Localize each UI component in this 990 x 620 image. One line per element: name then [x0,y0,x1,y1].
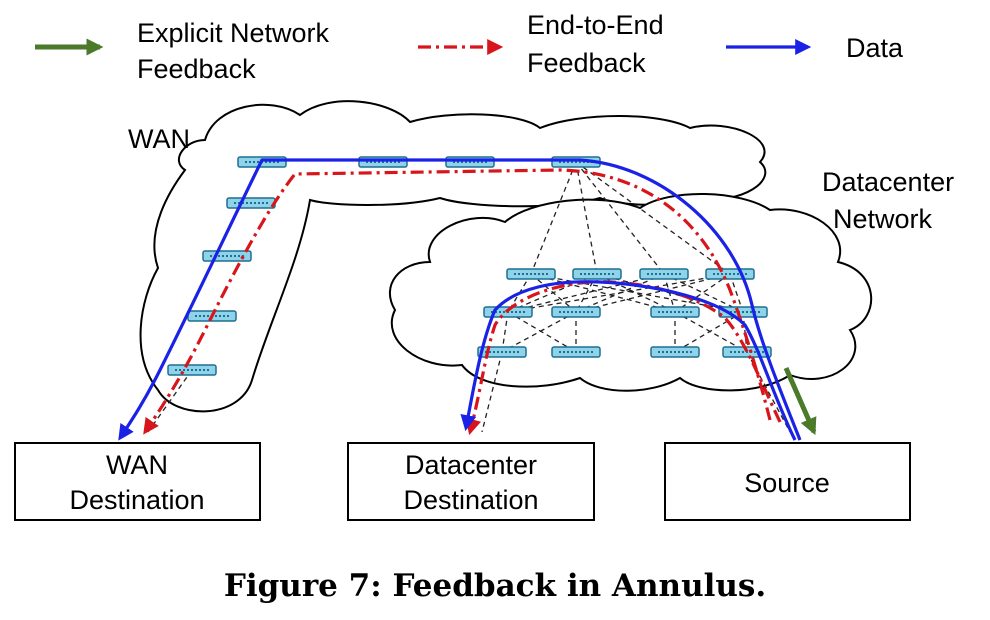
switch-icon [650,306,700,318]
wan-destination-label-1: WAN [106,450,168,480]
datacenter-destination-label-2: Destination [403,485,538,515]
switch-icon [551,346,601,358]
legend-e2e-label-2: Feedback [527,48,646,78]
source-box: Source [664,442,911,521]
data-path-datacenter [460,280,797,441]
figure-caption: Figure 7: Feedback in Annulus. [224,568,766,604]
e2e-feedback-path-wan [143,168,772,435]
legend-explicit-label-2: Feedback [137,54,256,84]
switch-icon [226,197,276,209]
legend-data: Data [726,33,904,63]
wan-cloud [139,100,767,413]
legend-data-label: Data [846,33,904,63]
datacenter-mesh-links [147,161,791,433]
datacenter-destination-label-1: Datacenter [405,450,537,480]
wan-destination-box: WAN Destination [14,442,261,521]
switch-icon [551,306,601,318]
switch-icon [639,268,689,280]
legend-explicit-label-1: Explicit Network [137,18,330,48]
datacenter-label-2: Network [833,204,933,234]
wan-destination-label-2: Destination [69,485,204,515]
switch-icon [506,268,556,280]
switch-icon [650,346,700,358]
legend-e2e-feedback: End-to-End Feedback [418,10,664,78]
datacenter-destination-box: Datacenter Destination [347,442,595,521]
switch-icon [572,268,622,280]
source-label: Source [744,468,830,498]
wan-label: WAN [128,124,190,154]
data-path-wan [118,158,802,441]
legend-explicit-feedback: Explicit Network Feedback [35,18,330,84]
explicit-feedback-arrow [783,366,817,436]
switch-icon [705,268,755,280]
legend: Explicit Network Feedback End-to-End Fee… [35,10,904,84]
datacenter-label-1: Datacenter [822,167,954,197]
switch-icon [167,364,217,376]
legend-e2e-label-1: End-to-End [527,10,664,40]
switch-icon [202,250,252,262]
